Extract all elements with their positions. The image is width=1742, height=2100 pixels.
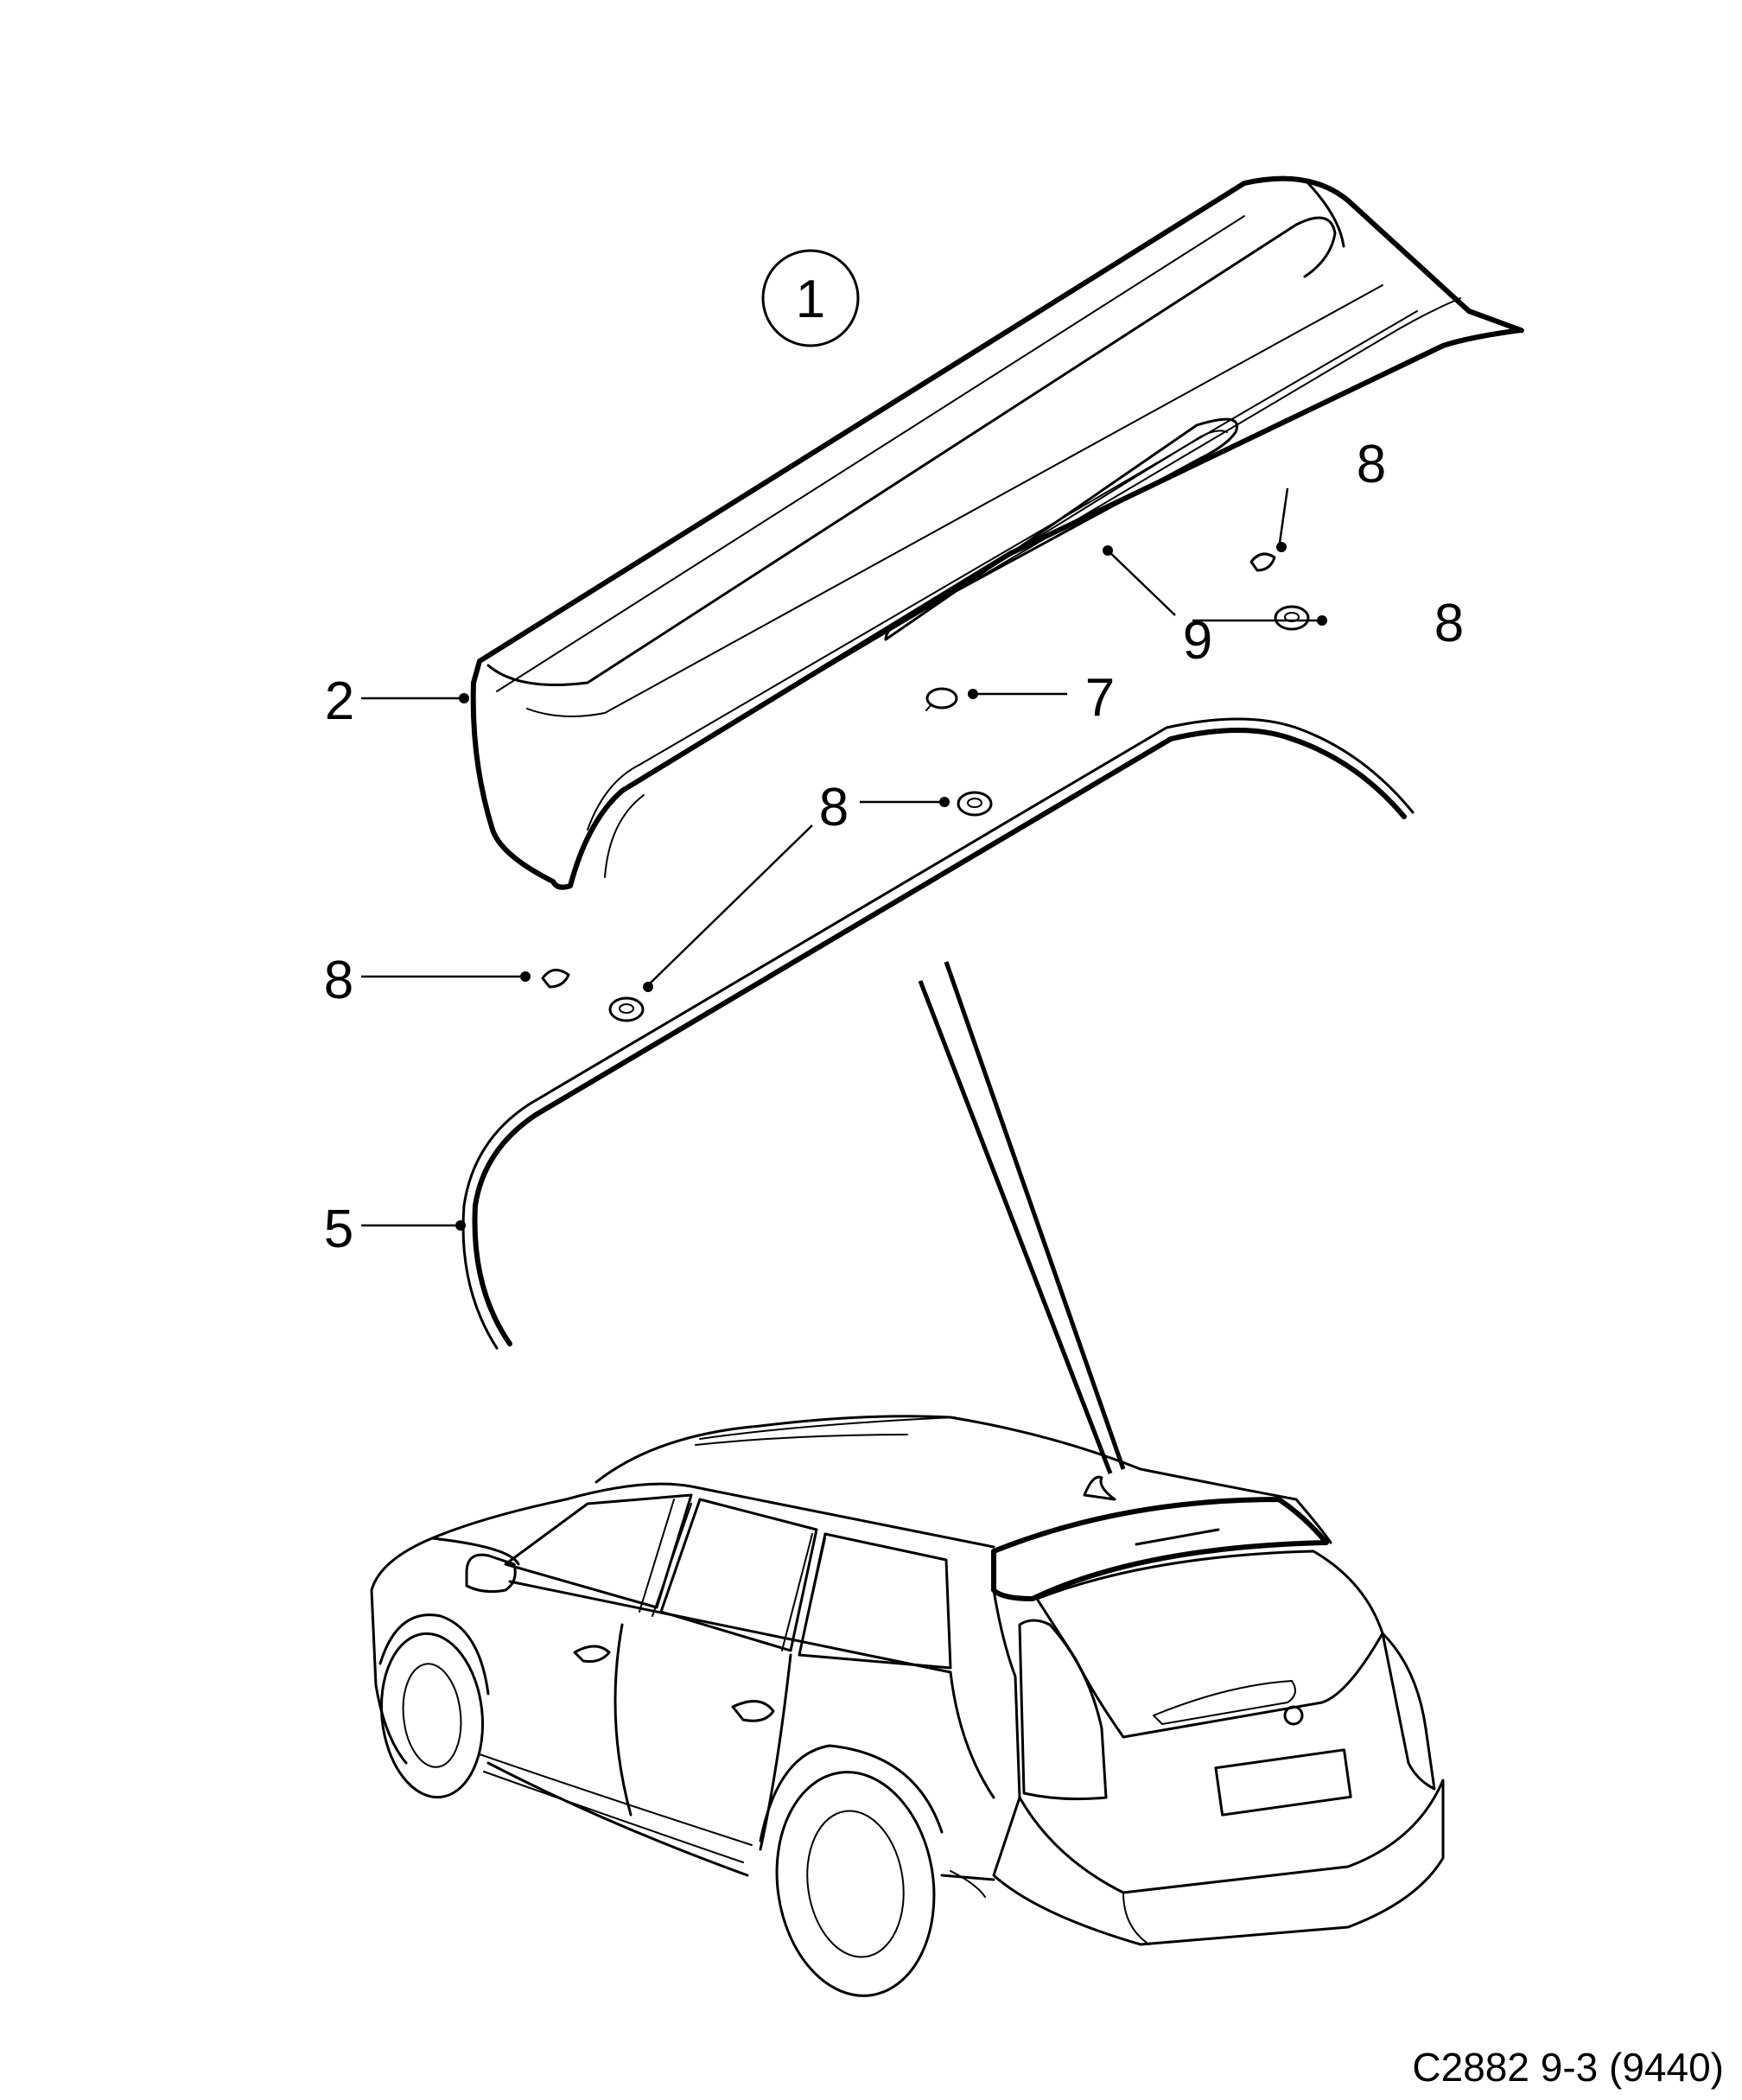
location-pointer [918,961,1126,1474]
seal-strip [461,717,1415,1350]
car-illustration [370,1415,1445,1997]
clip-7 [925,687,958,711]
callout-8-right: 8 [1434,594,1464,653]
rear-spoiler [470,175,1524,890]
callout-7: 7 [1085,668,1115,728]
nut-top-right [1249,552,1276,572]
nut-lower [608,996,645,1022]
leaders [361,487,1327,1231]
nut-right [1274,605,1310,631]
callout-8-top-right: 8 [1357,435,1386,494]
nut-center [957,791,993,817]
assembly-label: 1 [796,270,825,329]
callout-5: 5 [324,1200,353,1259]
callout-9: 9 [1183,611,1212,671]
nut-left [541,968,570,989]
callout-8-center: 8 [819,778,849,837]
callout-8-left: 8 [324,951,353,1010]
callout-2: 2 [325,671,354,731]
assembly-callout: 1 [761,249,860,347]
diagram-caption: C2882 9-3 (9440) [1412,2045,1724,2090]
